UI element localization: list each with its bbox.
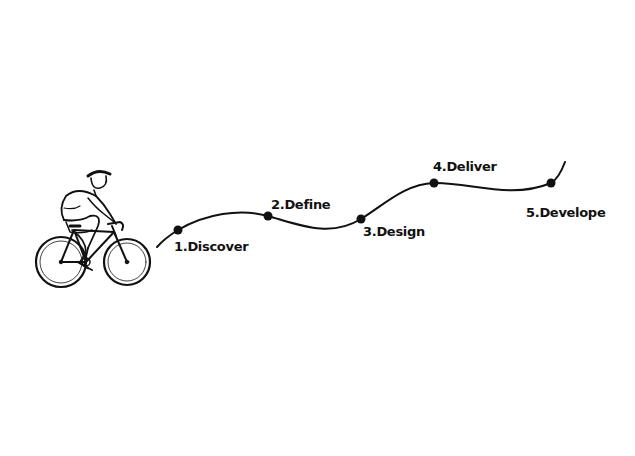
journey-path <box>157 162 565 247</box>
step-label: 1.Discover <box>174 240 248 253</box>
step-label: 3.Design <box>363 225 425 238</box>
journey-curve <box>157 162 565 247</box>
milestone-dot <box>430 179 439 188</box>
milestone-dot <box>264 212 273 221</box>
step-label: 2.Define <box>271 198 330 211</box>
milestone-dot <box>547 179 556 188</box>
milestone-dot <box>174 226 183 235</box>
step-label: 4.Deliver <box>433 160 497 173</box>
cyclist-figure <box>36 171 150 287</box>
step-label: 5.Develope <box>526 206 605 219</box>
milestone-dot <box>357 215 366 224</box>
